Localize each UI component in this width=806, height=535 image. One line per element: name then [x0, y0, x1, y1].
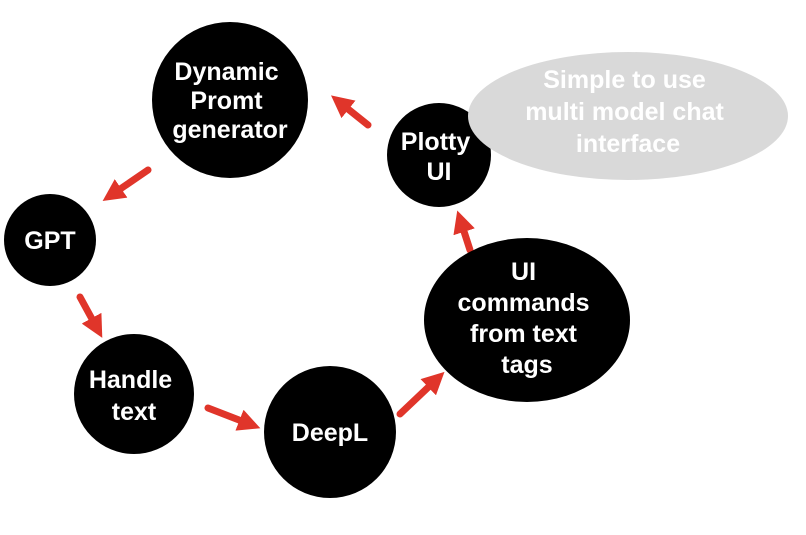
node-label: Dynamic Promt generator: [172, 58, 288, 144]
node-label: Plotty UI: [401, 128, 477, 186]
node-deepl: DeepL: [264, 366, 396, 498]
node-circle: [152, 22, 308, 178]
edge-deepl-to-ui-commands: [396, 371, 445, 418]
edge-plotty-ui-to-promt-generator: [331, 95, 372, 129]
node-circle: [74, 334, 194, 454]
edge-ui-commands-to-plotty-ui: [453, 210, 475, 254]
node-handle-text: Handle text: [74, 334, 194, 454]
node-label: GPT: [24, 227, 75, 255]
node-circle: [424, 238, 630, 402]
node-label: DeepL: [292, 419, 368, 447]
node-label-line: Handle: [89, 366, 172, 394]
edge-handle-text-to-deepl: [204, 404, 261, 431]
node-label-line: DeepL: [292, 419, 368, 447]
callout-bubble-line: Simple to use: [543, 66, 706, 94]
node-label-line: UI: [427, 158, 452, 186]
node-ui-commands: UI commands from text tags: [424, 238, 630, 402]
callout-bubble-shape: [468, 52, 788, 180]
node-circle: [4, 194, 96, 286]
node-label-line: Promt: [190, 87, 263, 115]
node-circle: [387, 103, 491, 207]
node-plotty-ui: Plotty UI: [387, 103, 491, 207]
callout-bubble-line: interface: [576, 130, 680, 158]
node-gpt: GPT: [4, 194, 96, 286]
node-label: UI commands from text tags: [458, 258, 597, 379]
node-label-line: commands: [458, 289, 590, 317]
node-label-line: GPT: [24, 227, 75, 255]
edge-gpt-to-handle-text: [76, 293, 103, 338]
node-label-line: generator: [172, 116, 288, 144]
node-label: Handle text: [89, 366, 179, 426]
node-label-line: tags: [501, 351, 552, 379]
callout-bubble-line: multi model chat: [525, 98, 724, 126]
node-label-line: Dynamic: [174, 58, 278, 86]
node-dynamic-promt-generator: Dynamic Promt generator: [152, 22, 308, 178]
callout-bubble-label: Simple to use multi model chat interface: [525, 66, 731, 158]
node-label-line: Plotty: [401, 128, 471, 156]
node-label-line: text: [112, 398, 157, 426]
node-label-line: UI: [511, 258, 536, 286]
edge-layer: [76, 95, 475, 431]
callout-bubble: Simple to use multi model chat interface: [468, 52, 788, 180]
node-circle: [264, 366, 396, 498]
edge-promt-generator-to-gpt: [102, 166, 152, 202]
node-label-line: from text: [470, 320, 578, 348]
